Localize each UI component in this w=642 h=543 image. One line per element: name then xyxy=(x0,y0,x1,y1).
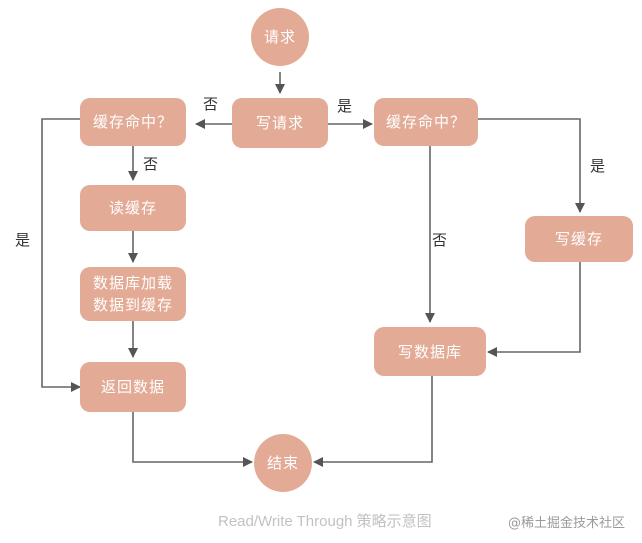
write-db-node: 写数据库 xyxy=(374,327,486,376)
branch-label-no-write-db: 否 xyxy=(432,231,448,249)
write-cache-node: 写缓存 xyxy=(525,216,633,262)
db-load-label-line2: 数据到缓存 xyxy=(92,296,173,314)
write-db-label: 写数据库 xyxy=(397,342,462,361)
db-load-label-line1: 数据库加载 xyxy=(92,274,173,292)
source-watermark: @稀土掘金技术社区 xyxy=(508,516,626,531)
branch-label-yes-right: 是 xyxy=(337,97,353,115)
cache-hit-left-node: 缓存命中？ xyxy=(80,98,186,146)
branch-label-no-left: 否 xyxy=(203,95,219,113)
write-cache-label: 写缓存 xyxy=(554,230,603,248)
branch-label-no-down-left: 否 xyxy=(143,155,159,173)
db-load-node: 数据库加载 数据到缓存 xyxy=(80,267,186,321)
read-cache-label: 读缓存 xyxy=(108,199,157,217)
cache-hit-right-node: 缓存命中？ xyxy=(374,98,478,146)
arrow-right-hit-to-write-cache xyxy=(476,118,585,213)
write-request-label: 写请求 xyxy=(255,114,304,132)
branch-label-yes-bypass: 是 xyxy=(15,231,31,249)
read-cache-node: 读缓存 xyxy=(80,185,186,231)
arrow-write-cache-to-write-db xyxy=(487,262,581,357)
end-label: 结束 xyxy=(266,454,299,472)
branch-label-yes-write-cache: 是 xyxy=(590,157,606,175)
return-data-label: 返回数据 xyxy=(100,378,165,396)
arrow-left-hit-yes-to-return xyxy=(41,118,81,392)
arrow-return-to-end xyxy=(132,412,253,467)
diagram-caption: Read/Write Through 策略示意图 xyxy=(218,513,432,530)
cache-hit-left-label: 缓存命中？ xyxy=(92,113,173,131)
return-data-node: 返回数据 xyxy=(80,362,186,412)
request-label: 请求 xyxy=(263,28,296,46)
cache-hit-right-label: 缓存命中？ xyxy=(385,113,466,131)
request-node: 请求 xyxy=(251,8,309,66)
arrow-write-db-to-end xyxy=(313,376,433,467)
write-request-node: 写请求 xyxy=(232,98,328,148)
end-node: 结束 xyxy=(254,434,312,492)
